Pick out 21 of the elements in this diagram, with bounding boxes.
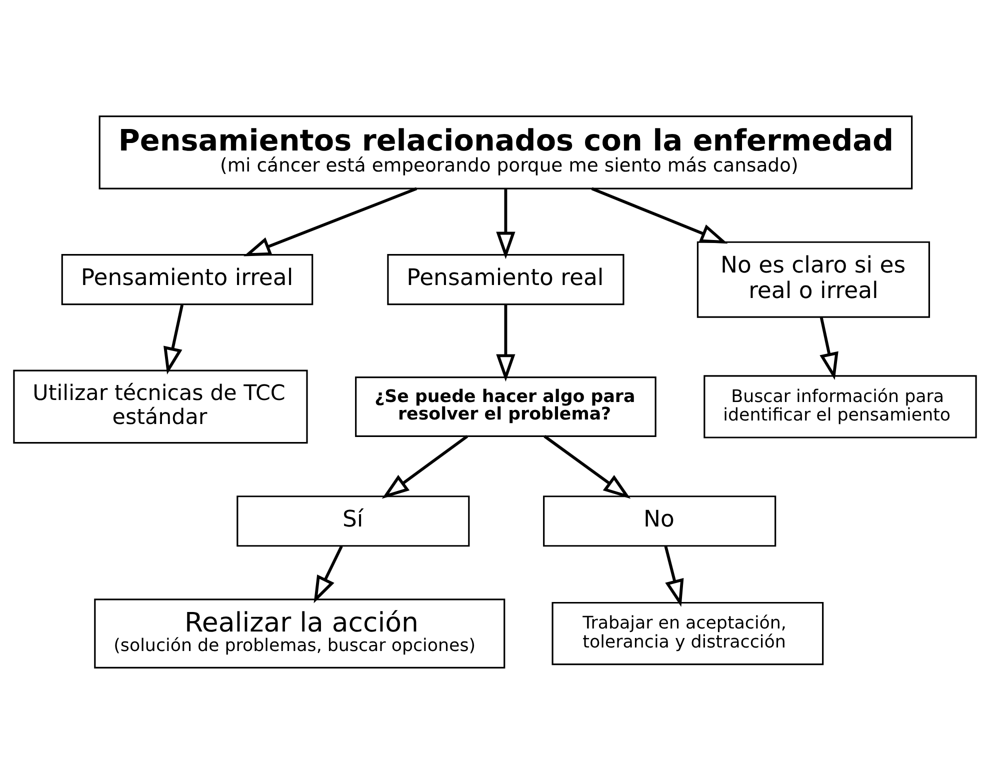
arrow <box>382 434 468 498</box>
node-box: Trabajar en aceptación, tolerancia y distracción <box>552 601 824 665</box>
node-box: Buscar información para identificar el pensamiento <box>704 374 977 438</box>
arrow <box>496 304 516 382</box>
node-box: Pensamiento irreal <box>61 254 314 305</box>
node-box: Realizar la acción (solución de problemas, buscar opciones) <box>94 598 506 668</box>
arrow <box>591 186 728 244</box>
arrow <box>544 434 631 498</box>
node-box: Pensamiento real <box>387 254 624 305</box>
arrow <box>314 545 343 603</box>
arrow <box>664 545 684 606</box>
arrow <box>243 186 418 256</box>
arrow <box>820 316 838 380</box>
arrow <box>164 304 184 374</box>
arrow <box>496 188 516 259</box>
node-box: ¿Se puede hacer algo para resolver el problema? <box>355 376 656 436</box>
node-box: No es claro si es real o irreal <box>696 240 930 318</box>
node-box: Pensamientos relacionados con la enfermedad (mi cáncer está empeorando porque me siento más cansado) <box>98 115 913 189</box>
node-box: No <box>543 495 776 546</box>
node-box: Utilizar técnicas de TCC estándar <box>13 369 308 444</box>
node-box: Sí <box>236 495 470 546</box>
